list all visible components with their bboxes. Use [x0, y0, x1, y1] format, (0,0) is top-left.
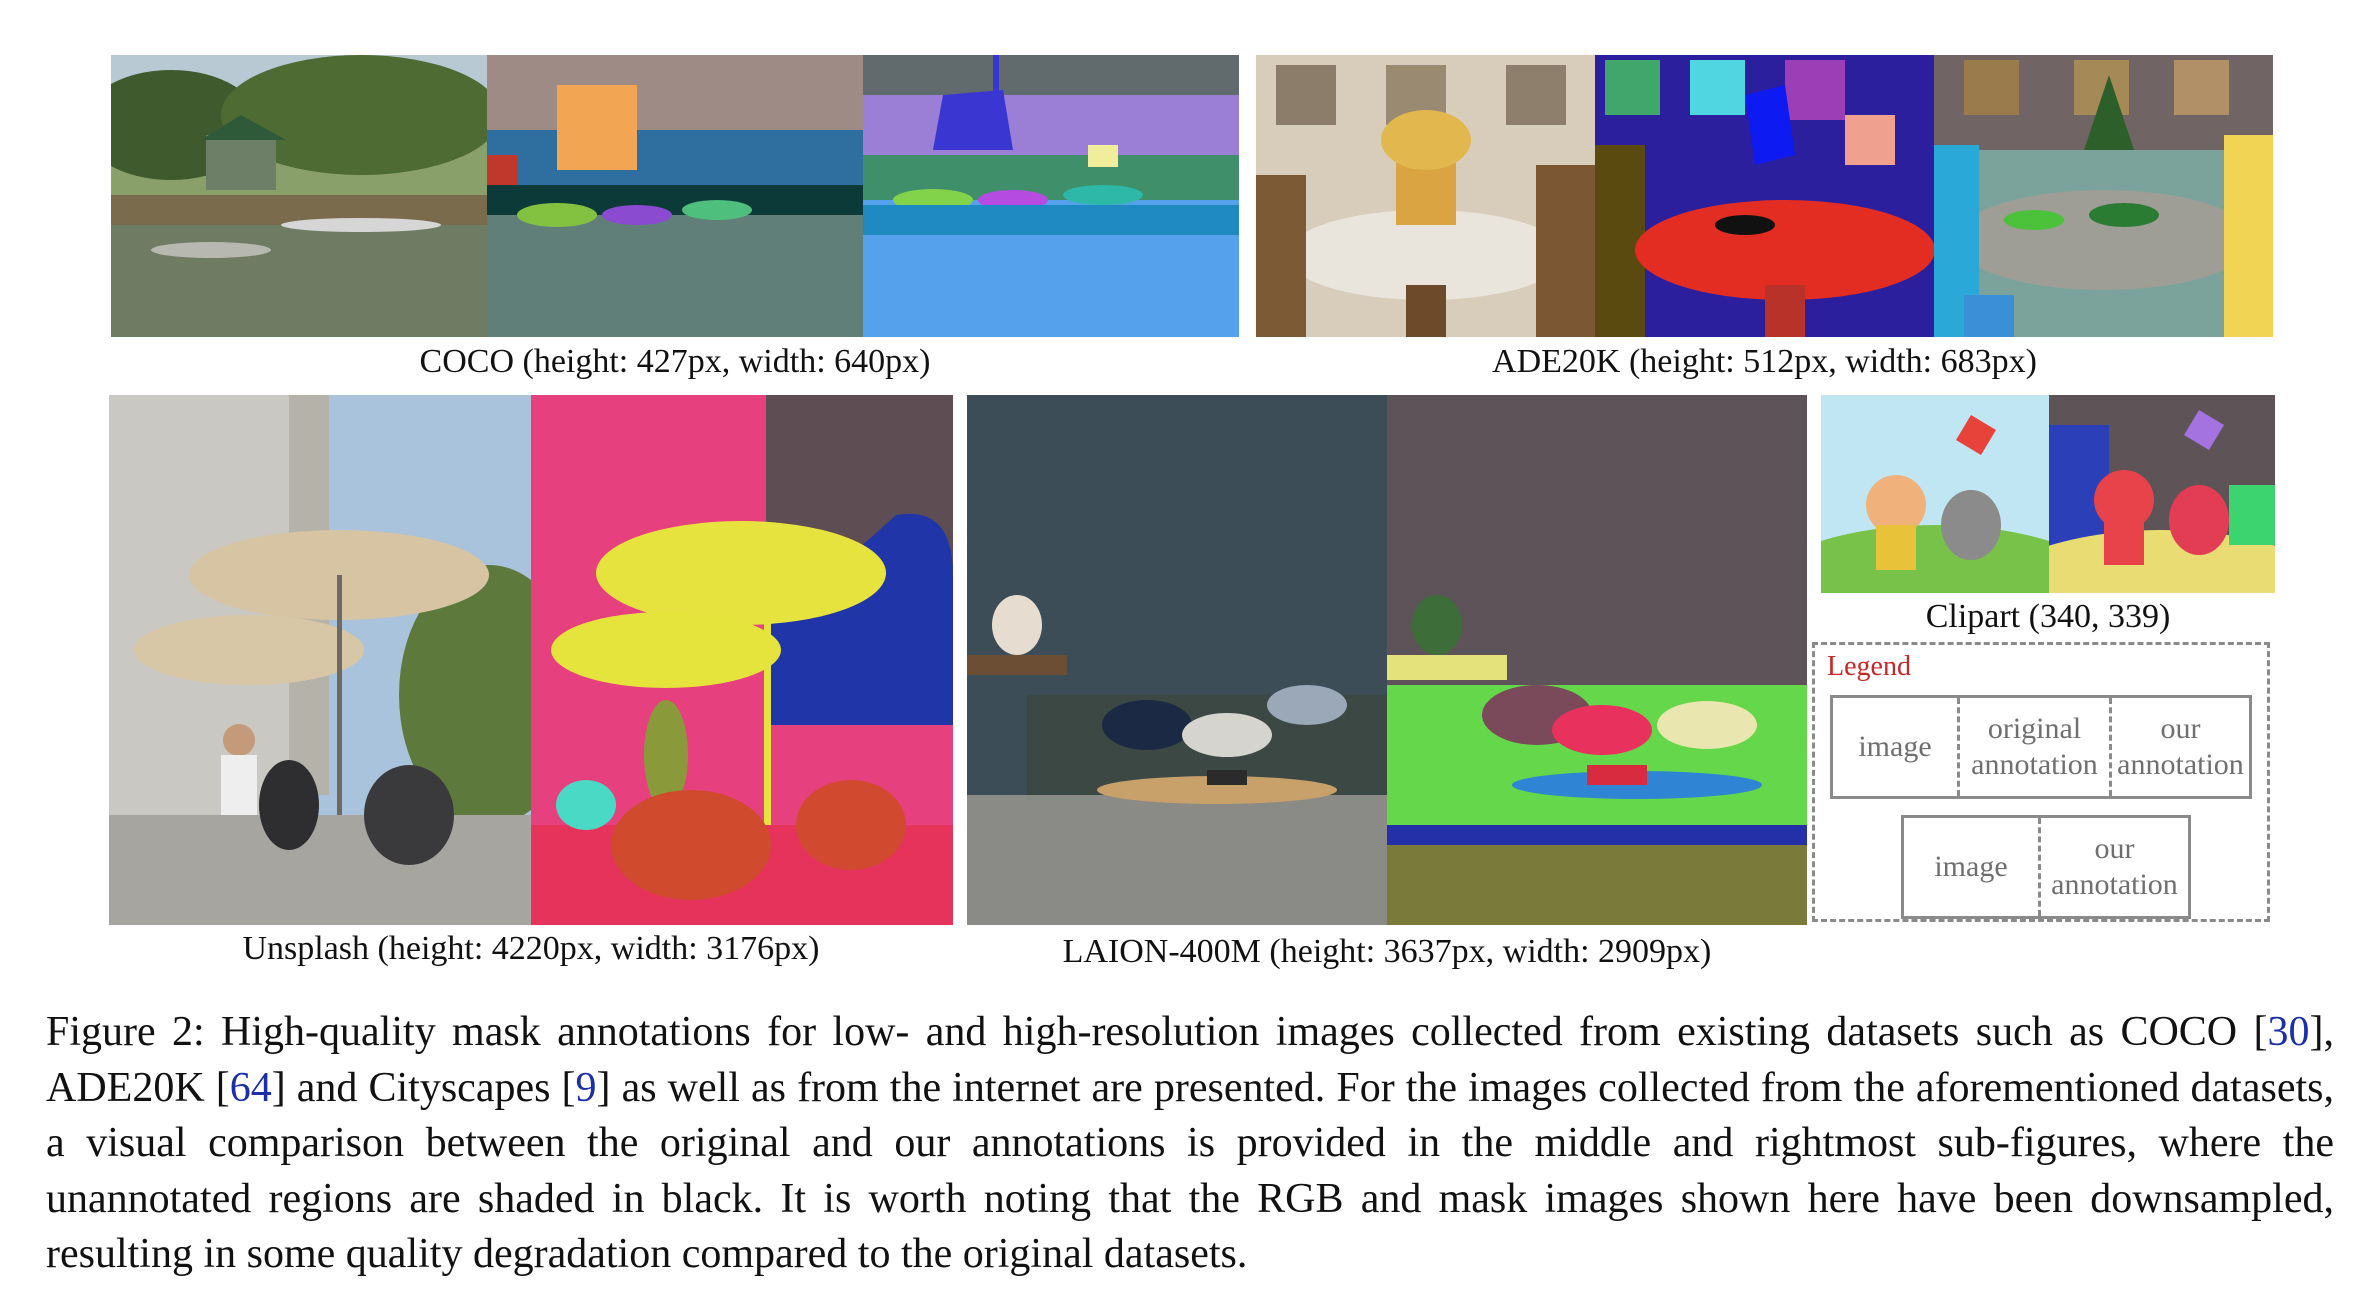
caption-text-1: Figure 2: High-quality mask annotations … [46, 1009, 2268, 1055]
unsplash-our-annotation [531, 395, 953, 925]
legend-cell-our-annotation-2: our annotation [2038, 818, 2188, 916]
caption-text-3: ] and Cityscapes [ [271, 1064, 576, 1111]
legend-row-three: image original annotation our annotation [1830, 695, 2252, 799]
coco-original-annotation [487, 55, 863, 337]
caption-text-2: ], ADE20K [ [46, 1009, 2334, 1111]
figure-caption: Figure 2: High-quality mask annotations … [46, 1005, 2334, 1283]
legend-cell-our-annotation: our annotation [2109, 698, 2249, 796]
citation-link-30[interactable]: 30 [2267, 1009, 2310, 1055]
clipart-image [1821, 395, 2049, 593]
unsplash-caption: Unsplash (height: 4220px, width: 3176px) [242, 930, 820, 967]
caption-text-4: ] as well as from the internet are prese… [46, 1064, 2334, 1278]
unsplash-image [109, 395, 531, 925]
coco-caption: COCO (height: 427px, width: 640px) [419, 343, 931, 380]
ade-image [1256, 55, 1595, 337]
laion-our-annotation [1387, 395, 1807, 925]
coco-image [111, 55, 487, 337]
ade-original-annotation [1595, 55, 1934, 337]
ade-our-annotation [1934, 55, 2273, 337]
laion-image [967, 395, 1387, 925]
legend-cell-original-annotation: original annotation [1957, 698, 2109, 796]
clipart-our-annotation [2049, 395, 2275, 593]
coco-our-annotation [863, 55, 1239, 337]
legend-cell-image: image [1858, 730, 1932, 763]
legend-box: Legend image original annotation our ann… [1812, 642, 2270, 922]
legend-row-two: image our annotation [1901, 815, 2191, 919]
legend-cell-image-2: image [1934, 850, 2008, 883]
citation-link-64[interactable]: 64 [229, 1064, 272, 1111]
laion-caption: LAION-400M (height: 3637px, width: 2909p… [1062, 933, 1712, 970]
clipart-caption: Clipart (340, 339) [1925, 598, 2171, 635]
ade-caption: ADE20K (height: 512px, width: 683px) [1492, 343, 2037, 380]
citation-link-9[interactable]: 9 [575, 1064, 597, 1111]
legend-title: Legend [1827, 651, 1911, 682]
